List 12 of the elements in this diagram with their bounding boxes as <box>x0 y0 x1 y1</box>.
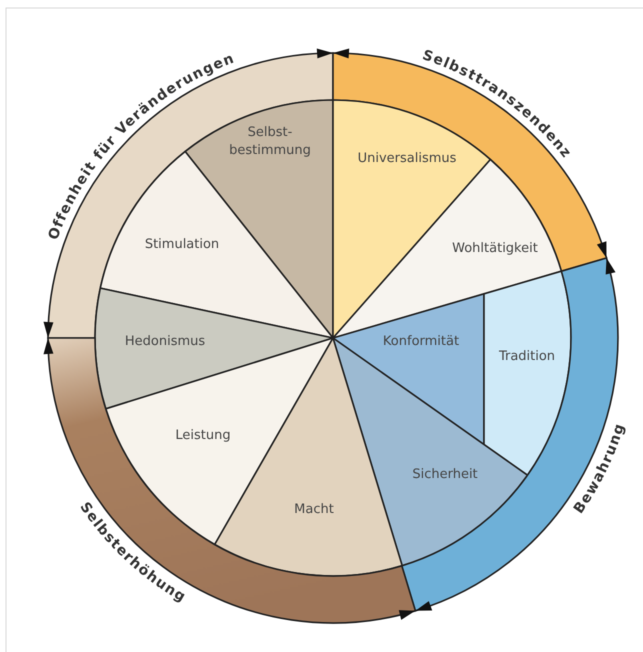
segment-label: Sicherheit <box>412 467 478 482</box>
value-band <box>332 47 608 272</box>
value-segment <box>332 293 485 446</box>
segment-label: Konformität <box>382 334 460 349</box>
segment-label: Wohltätigkeit <box>452 241 538 256</box>
segment-label: Leistung <box>175 428 231 443</box>
segment-label: Tradition <box>498 349 556 364</box>
value-segment <box>94 287 334 410</box>
segment-label: Selbst- bestimmung <box>229 125 311 158</box>
segment-label: Hedonismus <box>124 334 206 349</box>
segment-label: Macht <box>294 502 334 517</box>
value-segment <box>483 270 572 476</box>
